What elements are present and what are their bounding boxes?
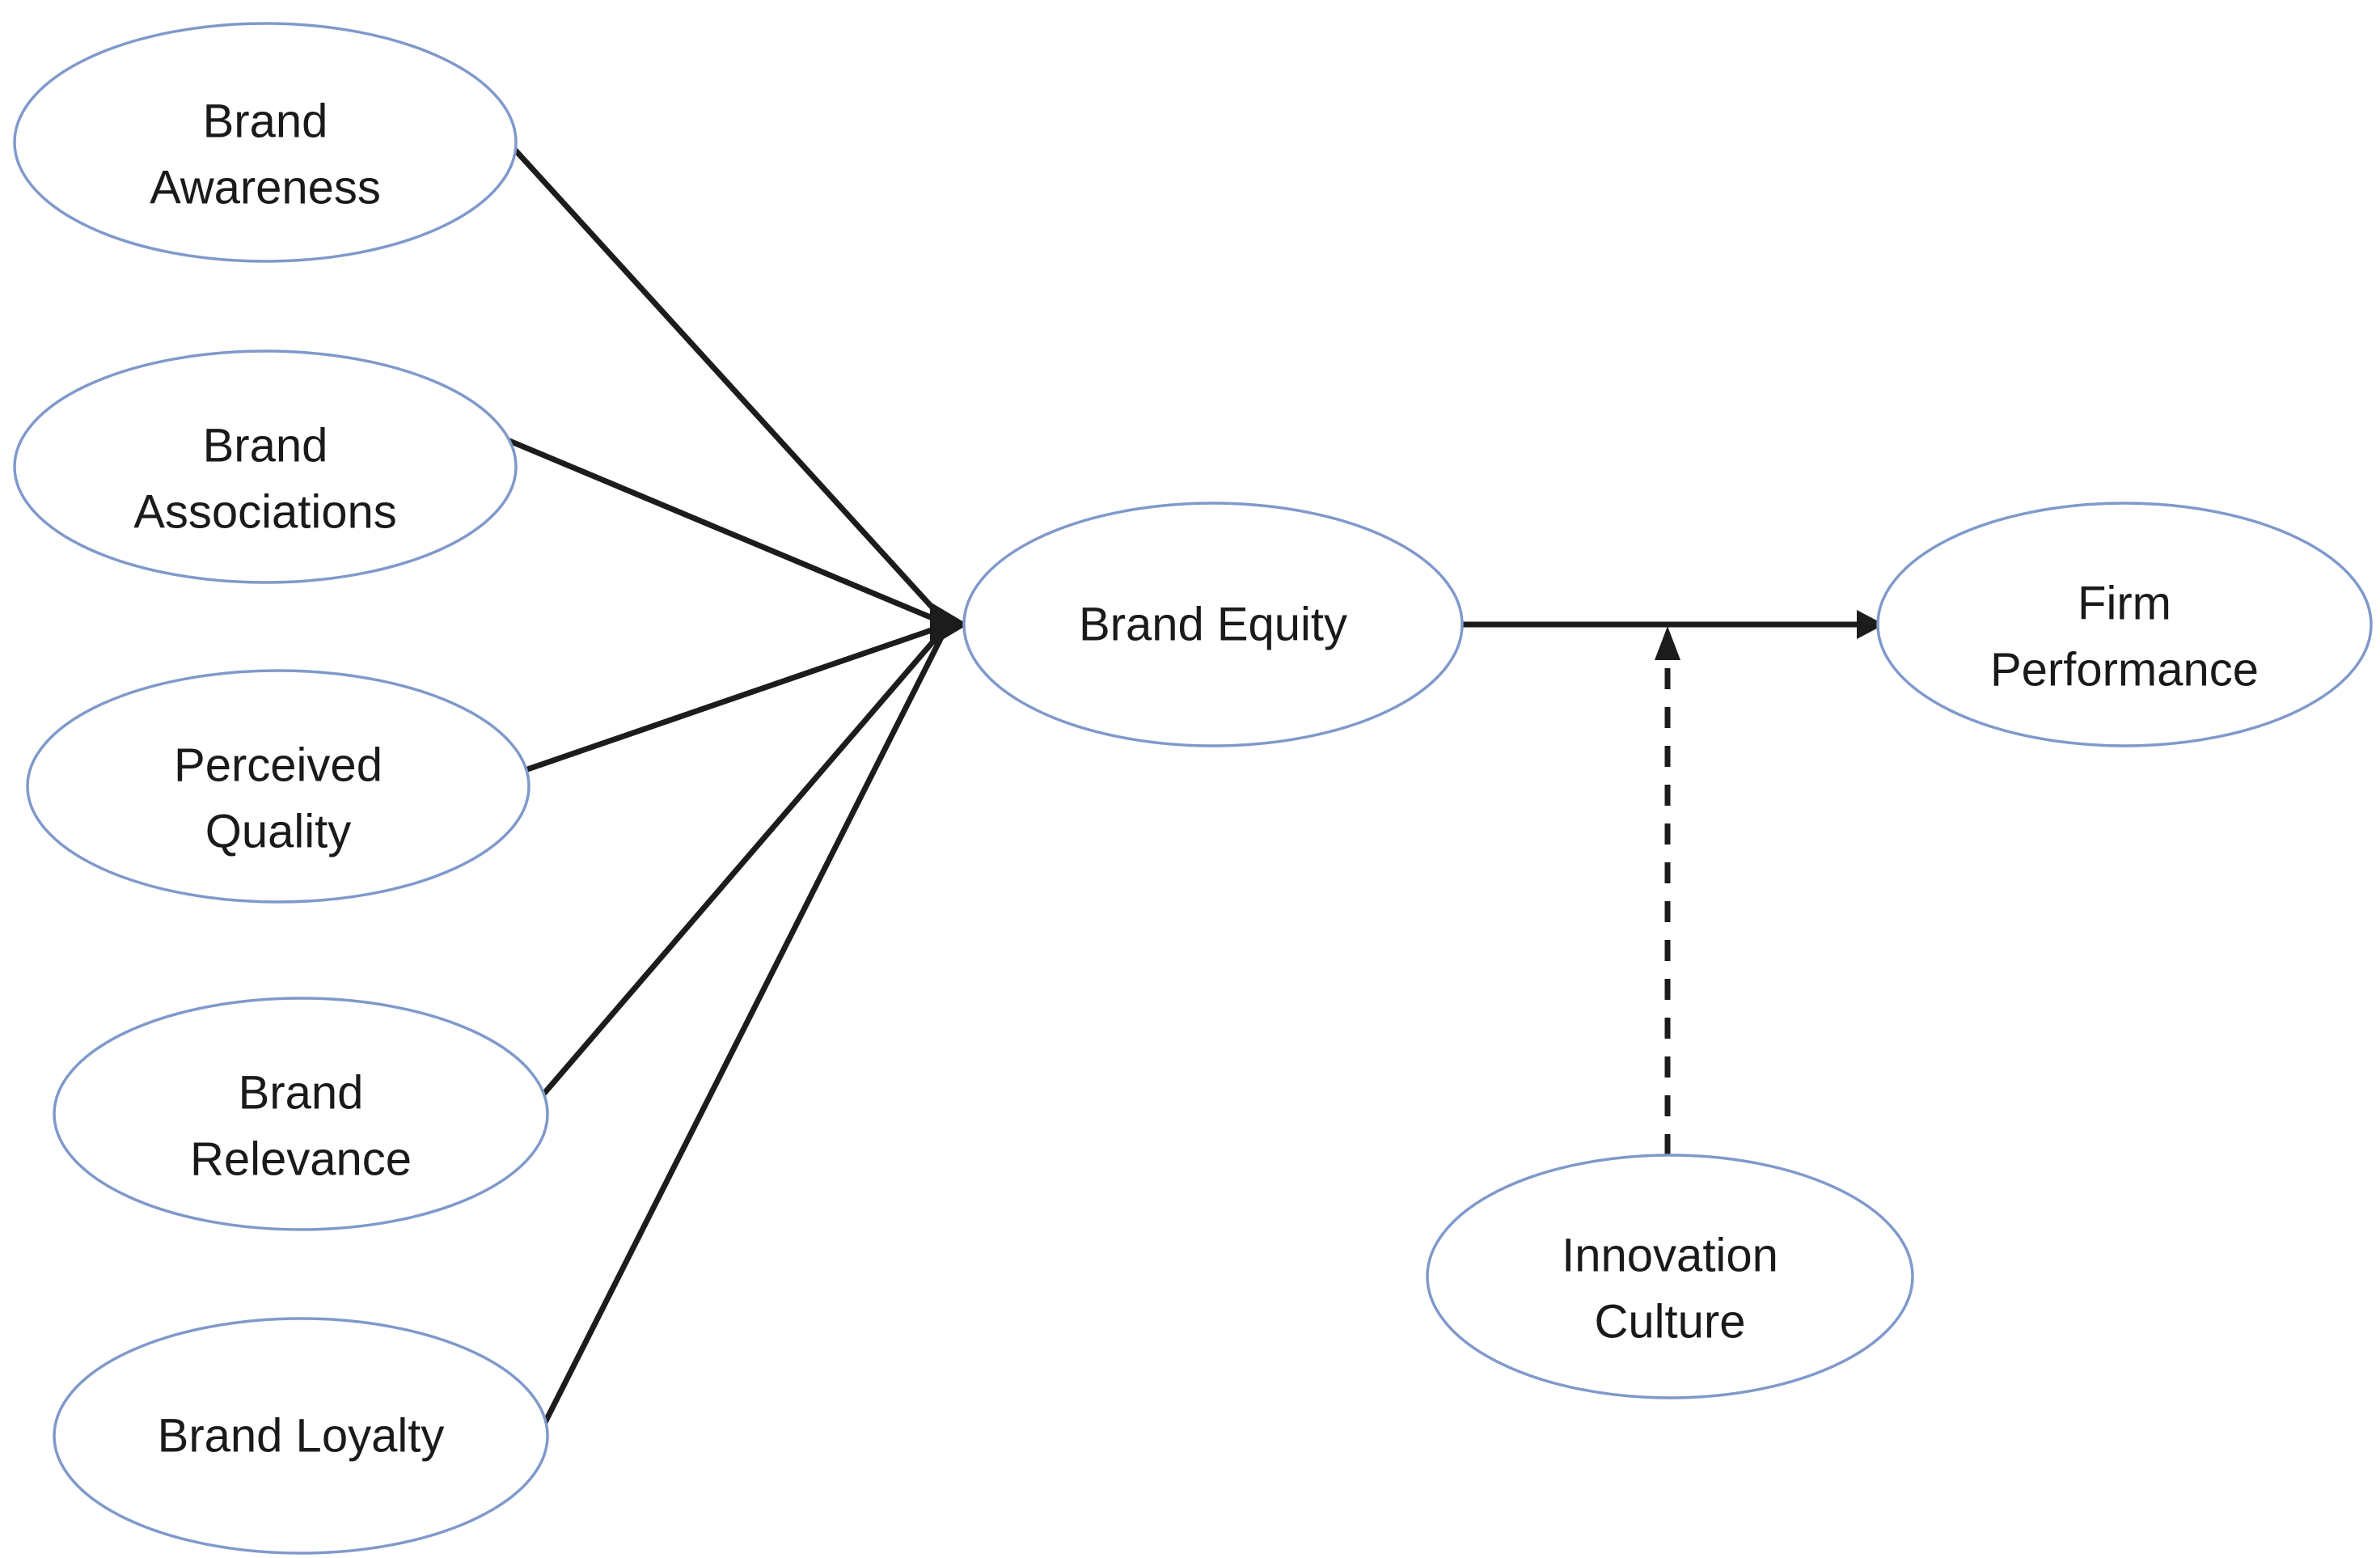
firm-performance-label-line1: Firm [2078,578,2171,630]
arrowhead-into-firm-performance [1857,610,1884,639]
innovation-culture-ellipse [1426,1154,1914,1399]
edge-perceived-quality-to-brand-equity [481,621,949,788]
brand-loyalty-ellipse [53,1317,549,1555]
node-innovation-culture: Innovation Culture [1426,1154,1914,1399]
node-brand-awareness: Brand Awareness [13,22,518,263]
edge-group [463,108,1884,1463]
brand-awareness-label-line1: Brand [203,95,328,148]
brand-awareness-label-line2: Awareness [150,162,381,214]
firm-performance-label-line2: Performance [1990,644,2259,696]
perceived-quality-label-line2: Quality [205,806,352,858]
perceived-quality-ellipse [26,669,531,904]
brand-associations-label-line1: Brand [203,420,328,472]
brand-associations-label-line2: Associations [133,486,397,539]
firm-performance-ellipse [1876,502,2373,747]
arrowhead-moderation [1655,626,1680,660]
node-brand-loyalty: Brand Loyalty [53,1317,549,1555]
brand-relevance-label-line1: Brand [239,1067,364,1120]
innovation-culture-label-line1: Innovation [1562,1230,1778,1282]
edge-brand-relevance-to-brand-equity [514,622,950,1128]
edge-brand-loyalty-to-brand-equity [522,623,951,1463]
edge-brand-awareness-to-brand-equity [476,108,950,627]
brand-equity-ellipse [962,502,1464,747]
brand-associations-ellipse [13,349,518,584]
brand-relevance-label-line2: Relevance [190,1133,412,1186]
node-brand-relevance: Brand Relevance [53,997,549,1231]
brand-awareness-ellipse [13,22,518,263]
node-perceived-quality: Perceived Quality [26,669,531,904]
brand-relevance-ellipse [53,997,549,1231]
brand-loyalty-label: Brand Loyalty [158,1410,445,1463]
arrowhead-into-brand-equity [930,602,968,647]
node-firm-performance: Firm Performance [1876,502,2373,747]
edge-brand-associations-to-brand-equity [463,419,949,628]
node-brand-equity: Brand Equity [962,502,1464,747]
node-brand-associations: Brand Associations [13,349,518,584]
innovation-culture-label-line2: Culture [1595,1296,1746,1348]
brand-equity-label: Brand Equity [1079,599,1347,651]
perceived-quality-label-line1: Perceived [174,739,383,792]
